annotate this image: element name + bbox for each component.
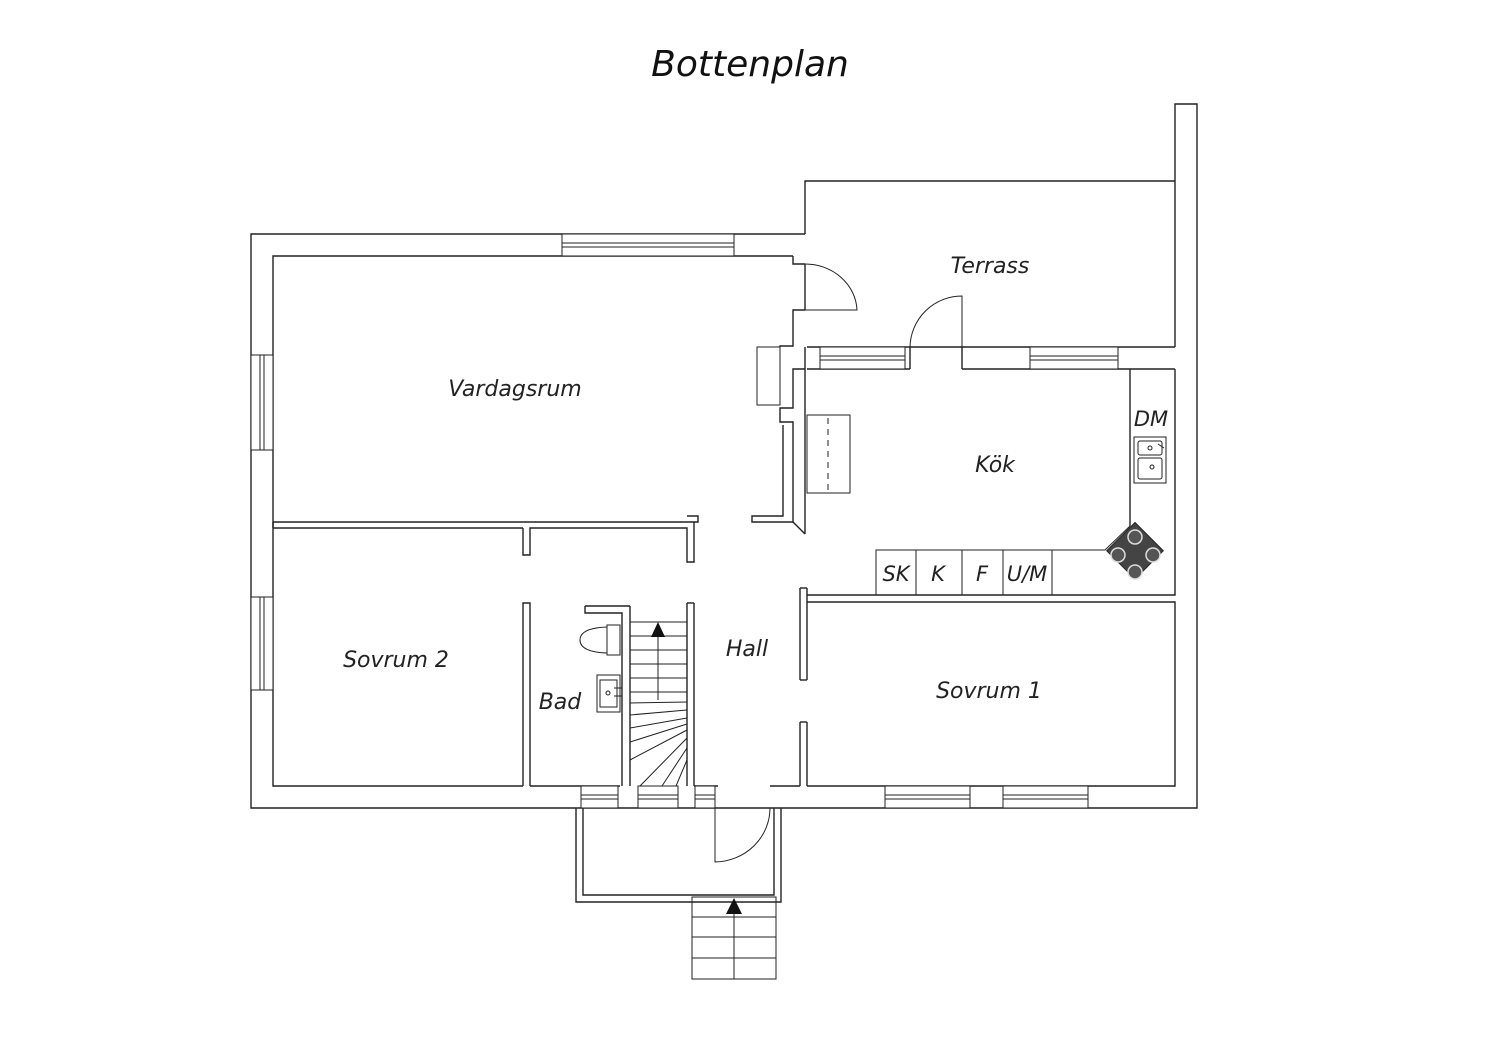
entry-arrow-icon	[726, 898, 742, 914]
appliance-label-sk: SK	[882, 562, 911, 586]
appliance-label-um: U/M	[1007, 562, 1048, 586]
appliance-label-k: K	[931, 562, 947, 586]
kitchen-sink-icon	[1133, 436, 1167, 484]
room-label-hall: Hall	[726, 637, 768, 662]
staircase	[629, 621, 688, 787]
room-label-vardagsrum: Vardagsrum	[448, 377, 581, 402]
plan-title: Bottenplan	[651, 44, 849, 85]
stove-icon	[1106, 521, 1164, 580]
windows	[250, 233, 1119, 809]
room-label-sovrum2: Sovrum 2	[343, 648, 449, 673]
room-label-kok: Kök	[975, 453, 1016, 478]
appliance-label-f: F	[976, 562, 989, 586]
entry-steps	[691, 896, 777, 980]
room-label-bad: Bad	[539, 690, 583, 715]
outer-walls	[250, 103, 1198, 903]
appliance-label-dm: DM	[1134, 407, 1168, 431]
toilet-icon	[579, 624, 621, 656]
sink-icon	[596, 674, 622, 713]
room-label-terrass: Terrass	[951, 254, 1030, 279]
doors	[714, 263, 963, 863]
room-label-sovrum1: Sovrum 1	[936, 679, 1042, 704]
stair-arrow-icon	[651, 622, 665, 637]
